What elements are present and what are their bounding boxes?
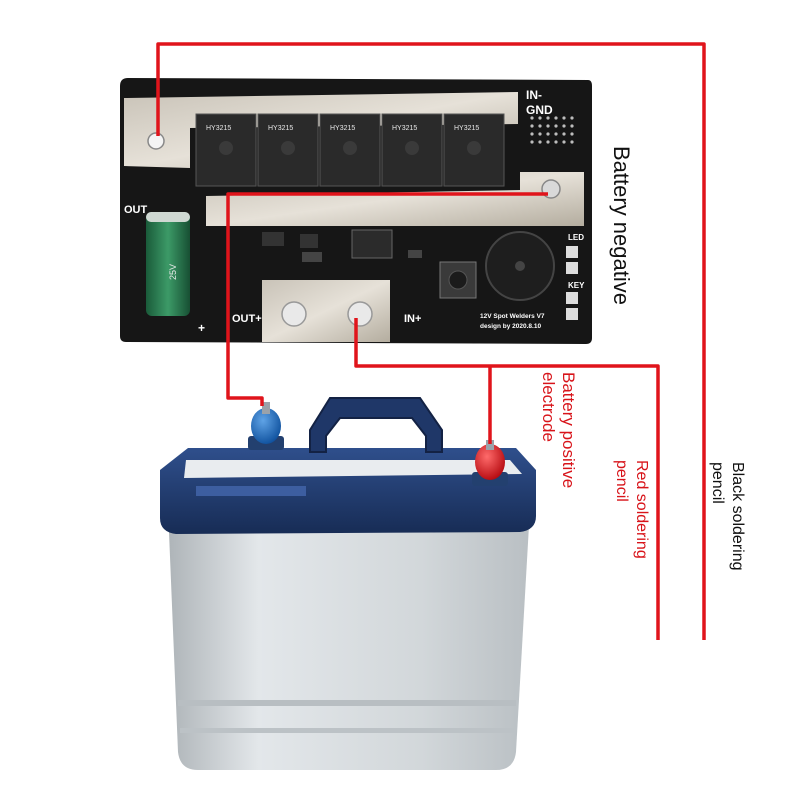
mosfet-3: HY3215 <box>319 113 381 187</box>
negative-terminal <box>248 402 284 450</box>
mosfet-2: HY3215 <box>257 113 319 187</box>
led-header <box>566 246 578 274</box>
ic-chip <box>351 229 393 259</box>
mounting-hole-in <box>347 301 373 327</box>
battery-label-strip <box>184 460 522 478</box>
mosfet-5: HY3215 <box>443 113 505 187</box>
tactile-button <box>439 261 477 299</box>
battery-base-rib <box>178 700 516 706</box>
wire-battery-negative <box>226 192 548 406</box>
mosfet-label: HY3215 <box>454 125 479 132</box>
label-in-plus: IN+ <box>404 313 421 325</box>
mosfet-label: HY3215 <box>206 125 231 132</box>
buzzer <box>485 231 555 301</box>
mosfet-label: HY3215 <box>268 125 293 132</box>
mosfet-label: HY3215 <box>330 125 355 132</box>
battery-sticker <box>196 486 306 496</box>
capacitor-label: 25V <box>168 264 178 280</box>
key-header <box>566 292 578 320</box>
board-design: design by 2020.8.10 <box>480 323 541 330</box>
capacitor: 25V <box>146 212 190 316</box>
label-plus: + <box>198 321 205 335</box>
label-black-pencil-line2: pencil <box>709 462 726 504</box>
smd-component <box>262 232 284 246</box>
label-out-plus: OUT+ <box>232 313 262 325</box>
wire-red-pencil <box>354 318 660 640</box>
mosfet-1: HY3215 <box>195 113 257 187</box>
wiring <box>156 42 706 640</box>
label-key: KEY <box>568 281 585 290</box>
mosfet-label: HY3215 <box>392 125 417 132</box>
mounting-hole-out <box>281 301 307 327</box>
battery-handle <box>309 397 443 453</box>
pcb-board: HY3215 HY3215 HY3215 HY3215 HY3215 <box>120 78 592 344</box>
copper-bus-negative <box>206 172 584 226</box>
label-led: LED <box>568 233 584 242</box>
mosfet-row: HY3215 HY3215 HY3215 HY3215 HY3215 <box>195 113 505 187</box>
smd-component <box>302 252 322 262</box>
label-in-minus: IN- <box>526 88 542 102</box>
label-black-pencil-line1: Black soldering <box>729 462 746 571</box>
label-battery-positive-line2: electrode <box>539 372 558 442</box>
positive-terminal <box>472 440 508 486</box>
label-battery-positive-line1: Battery positive <box>559 372 578 488</box>
copper-bus-top <box>124 92 518 168</box>
label-battery-negative: Battery negative <box>609 146 634 305</box>
label-red-pencil-line2: pencil <box>613 460 630 502</box>
car-battery <box>160 397 536 770</box>
label-out-minus: OUT <box>124 204 148 216</box>
label-red-pencil-line1: Red soldering <box>633 460 650 559</box>
board-title: 12V Spot Welders V7 <box>480 313 545 320</box>
label-gnd: GND <box>526 103 553 117</box>
smd-component <box>408 250 422 258</box>
mosfet-4: HY3215 <box>381 113 443 187</box>
mounting-hole-left <box>147 132 165 150</box>
battery-base-rib <box>180 728 514 733</box>
wire-black-pencil <box>156 42 706 640</box>
smd-component <box>300 234 318 248</box>
via-dot-grid <box>530 116 574 144</box>
